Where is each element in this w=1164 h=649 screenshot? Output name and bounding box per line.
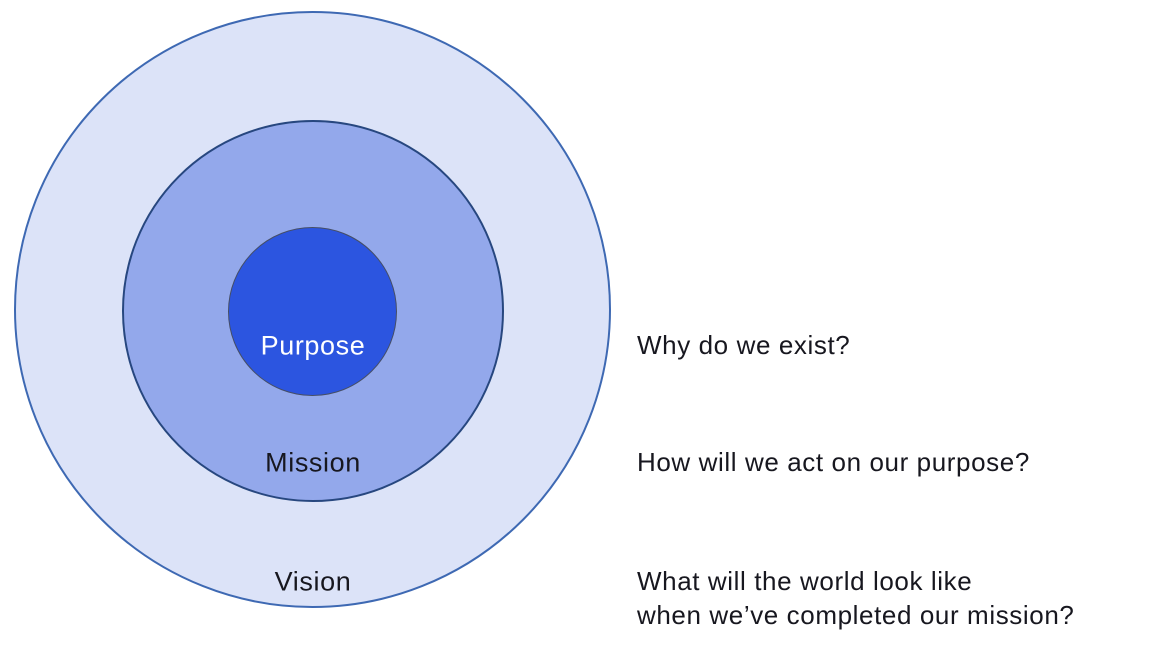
purpose-label: Purpose: [260, 330, 366, 361]
purpose-circle: [228, 227, 397, 396]
vision-question-line1: What will the world look like: [637, 566, 973, 596]
vision-question: What will the world look like when we’ve…: [637, 564, 1074, 632]
purpose-question: Why do we exist?: [637, 330, 851, 360]
mission-question: How will we act on our purpose?: [637, 447, 1030, 477]
mission-label: Mission: [265, 447, 361, 478]
vision-label: Vision: [274, 566, 352, 597]
vision-question-line2: when we’ve completed our mission?: [637, 600, 1075, 630]
